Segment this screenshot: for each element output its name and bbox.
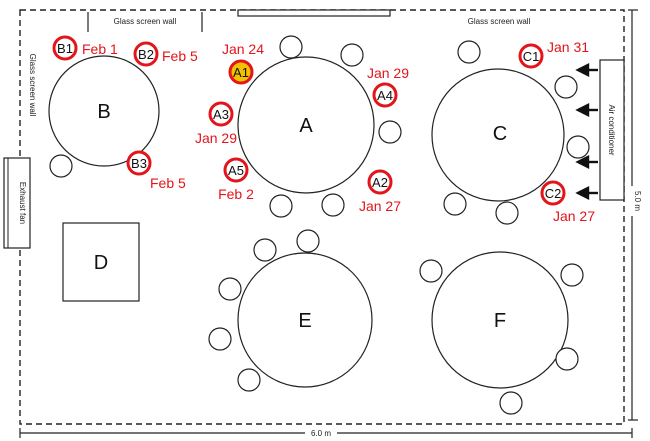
table-f-label: F <box>494 310 506 332</box>
seat-b3-date: Feb 5 <box>150 175 186 191</box>
air-conditioner: Air conditioner <box>575 59 625 201</box>
seat <box>253 238 277 262</box>
seat-a1-id: A1 <box>233 65 249 80</box>
dimension-width-label: 6.0 m <box>311 429 331 438</box>
seat-b1: B1 Feb 1 <box>52 35 118 61</box>
seat-a2-id: A2 <box>372 175 388 190</box>
seat <box>457 40 481 64</box>
seat <box>554 75 578 99</box>
seat <box>495 201 519 225</box>
dimension-height-label: 5.0 m <box>633 191 642 211</box>
seat <box>237 368 261 392</box>
seat-b2: B2 Feb 5 <box>133 41 198 67</box>
seat <box>443 192 467 216</box>
glass-wall-left-label: Glass screen wall <box>28 54 37 117</box>
seat-b3-id: B3 <box>131 156 147 171</box>
seat-a4: Jan 29 A4 <box>367 65 409 108</box>
exhaust-fan-label: Exhaust fan <box>18 182 27 224</box>
seat <box>340 43 364 67</box>
seat <box>419 259 443 283</box>
table-e-label: E <box>298 310 311 332</box>
seat-a2: A2 Jan 27 <box>359 169 401 214</box>
seat-a4-id: A4 <box>377 88 393 103</box>
seat-c2-date: Jan 27 <box>553 208 595 224</box>
air-conditioner-label: Air conditioner <box>607 104 616 155</box>
seat-a1-date: Jan 24 <box>222 41 264 57</box>
seat <box>279 35 303 59</box>
seat <box>218 277 242 301</box>
seat-a5-date: Feb 2 <box>218 186 254 202</box>
seat-c1-id: C1 <box>523 49 540 64</box>
seat <box>296 229 320 253</box>
glass-wall-top-right-label: Glass screen wall <box>468 17 531 26</box>
seat-b1-id: B1 <box>57 41 73 56</box>
seat-a3-date: Jan 29 <box>195 130 237 146</box>
table-a <box>237 56 375 194</box>
table-c-label: C <box>493 123 507 145</box>
seat-c2: C2 Jan 27 <box>540 180 595 224</box>
seats-plain <box>49 35 590 415</box>
seat-b3: B3 Feb 5 <box>126 150 186 191</box>
seat-c2-id: C2 <box>545 186 562 201</box>
seat <box>208 327 232 351</box>
seat-a1: Jan 24 A1 <box>222 41 264 85</box>
seat-b1-date: Feb 1 <box>82 41 118 57</box>
seat-a4-date: Jan 29 <box>367 65 409 81</box>
seat <box>321 193 345 217</box>
seat-c1: C1 Jan 31 <box>518 39 589 69</box>
seat-a5: A5 Feb 2 <box>218 157 254 202</box>
glass-wall-top-left: Glass screen wall <box>87 12 203 32</box>
seat <box>555 347 579 371</box>
table-b-label: B <box>97 101 110 123</box>
seat <box>49 154 73 178</box>
top-wall-segment <box>237 9 391 17</box>
seat-a5-id: A5 <box>228 163 244 178</box>
dimension-height-label-bg <box>626 186 640 216</box>
seat <box>499 391 523 415</box>
glass-wall-top-left-label: Glass screen wall <box>114 17 177 26</box>
dimension-width-label-bg <box>305 427 337 439</box>
seat <box>269 194 293 218</box>
table-a-label: A <box>299 115 313 137</box>
table-d <box>62 222 140 302</box>
seat-a2-date: Jan 27 <box>359 198 401 214</box>
table-f <box>431 251 569 389</box>
seat-b2-id: B2 <box>138 47 154 62</box>
exhaust-fan: Exhaust fan <box>3 157 31 249</box>
seat <box>378 120 402 144</box>
table-d-label: D <box>94 252 108 274</box>
seat-a3: A3 Jan 29 <box>195 101 237 146</box>
seat-b2-date: Feb 5 <box>162 48 198 64</box>
case-seats: B1 Feb 1 B2 Feb 5 B3 Feb 5 Jan 24 A1 A3 … <box>52 35 595 224</box>
seat-c1-date: Jan 31 <box>547 39 589 55</box>
table-c <box>431 68 565 202</box>
table-e <box>237 252 373 388</box>
seat <box>566 135 590 159</box>
table-b <box>48 55 160 167</box>
seat <box>560 263 584 287</box>
seat-a3-id: A3 <box>213 107 229 122</box>
